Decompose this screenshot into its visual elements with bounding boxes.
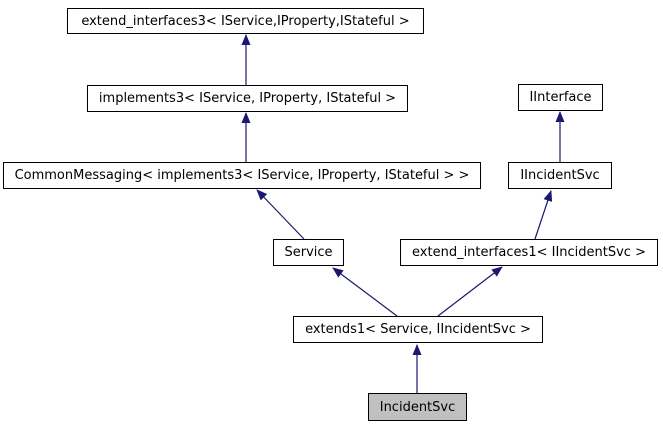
edge-extends1-to-service [332, 267, 398, 317]
edge-service-to-commonmessaging [256, 189, 305, 240]
node-extend-interfaces3[interactable]: extend_interfaces3< IService,IProperty,I… [67, 8, 424, 34]
node-iinterface[interactable]: IInterface [518, 84, 603, 111]
node-extend-interfaces1[interactable]: extend_interfaces1< IIncidentSvc > [400, 239, 658, 266]
node-commonmessaging[interactable]: CommonMessaging< implements3< IService, … [3, 162, 481, 189]
edge-extend-interfaces1-to-iincidentsvc [534, 190, 553, 240]
node-implements3[interactable]: implements3< IService, IProperty, IState… [87, 85, 408, 112]
node-incidentsvc: IncidentSvc [368, 393, 467, 421]
node-iincidentsvc[interactable]: IIncidentSvc [508, 162, 612, 189]
edge-extends1-to-extend-interfaces1 [437, 266, 503, 317]
node-service[interactable]: Service [273, 239, 344, 266]
node-extends1[interactable]: extends1< Service, IIncidentSvc > [293, 316, 543, 343]
